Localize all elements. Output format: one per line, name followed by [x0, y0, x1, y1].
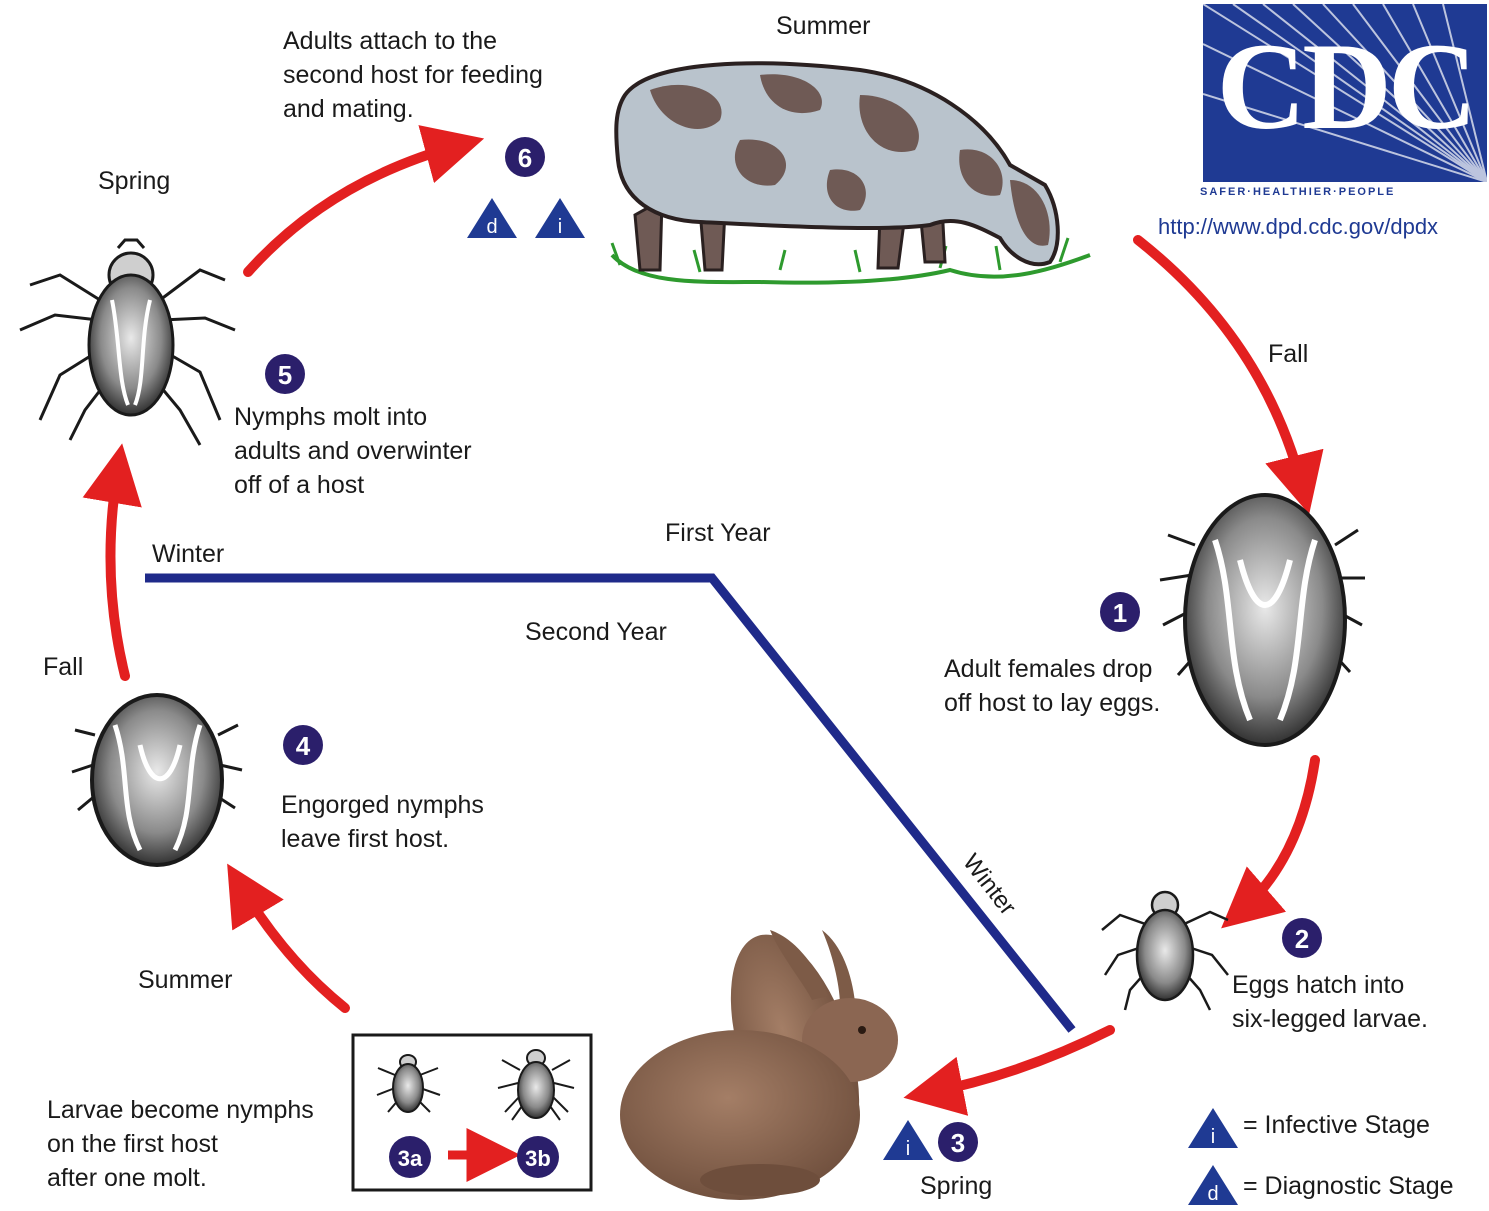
- step-badge-1: 1: [1100, 592, 1140, 632]
- season-fall-left: Fall: [43, 653, 83, 682]
- tick-adult-icon: [20, 240, 235, 445]
- cdc-tagline: SAFER·HEALTHIER·PEOPLE: [1200, 186, 1489, 198]
- cdc-url-link[interactable]: http://www.dpd.cdc.gov/dpdx: [1158, 214, 1489, 240]
- step-badge-5: 5: [265, 354, 305, 394]
- arrow-stage3-to-stage4: [240, 885, 345, 1008]
- svg-text:d: d: [486, 216, 497, 238]
- season-summer-left: Summer: [138, 966, 232, 995]
- step-badge-6: 6: [505, 137, 545, 177]
- stage-2-text: Eggs hatch into six-legged larvae.: [1232, 968, 1428, 1036]
- svg-text:d: d: [1207, 1183, 1218, 1205]
- cdc-logo: CDC: [1203, 4, 1487, 182]
- svg-text:6: 6: [518, 143, 532, 173]
- svg-text:5: 5: [278, 360, 292, 390]
- step-badge-3a: 3a: [389, 1136, 431, 1178]
- stage-6-text: Adults attach to the second host for fee…: [283, 24, 543, 126]
- season-fall-right: Fall: [1268, 340, 1308, 369]
- step-badge-4: 4: [283, 725, 323, 765]
- svg-text:3b: 3b: [525, 1146, 551, 1171]
- svg-text:2: 2: [1295, 924, 1309, 954]
- diagnostic-stage-icon: d: [467, 198, 517, 238]
- stage-4-text: Engorged nymphs leave first host.: [281, 788, 484, 856]
- season-spring-left: Spring: [98, 167, 170, 196]
- first-year-label: First Year: [665, 519, 771, 548]
- arrow-spring-to-stage6: [248, 145, 460, 272]
- infective-stage-icon: i: [883, 1120, 933, 1160]
- legend-diagnostic-label: = Diagnostic Stage: [1243, 1172, 1454, 1201]
- arrow-stage1-to-stage2: [1240, 760, 1315, 912]
- second-year-label: Second Year: [525, 618, 667, 647]
- arrow-stage4-to-stage5: [110, 468, 125, 676]
- arrow-stage2-to-stage3: [928, 1030, 1110, 1093]
- step-badge-3b: 3b: [517, 1136, 559, 1178]
- engorged-tick-icon: [1160, 495, 1365, 745]
- step-badge-2: 2: [1282, 918, 1322, 958]
- rabbit-icon: [620, 919, 898, 1200]
- svg-text:i: i: [558, 216, 562, 238]
- legend-diagnostic-icon: d: [1188, 1165, 1238, 1205]
- stage-1-text: Adult females drop off host to lay eggs.: [944, 652, 1160, 720]
- svg-text:3a: 3a: [398, 1146, 423, 1171]
- season-winter-diagonal: Winter: [957, 849, 1021, 920]
- infective-stage-icon: i: [535, 198, 585, 238]
- cow-icon: [612, 63, 1090, 282]
- season-winter-left: Winter: [152, 540, 224, 569]
- svg-text:3: 3: [951, 1128, 965, 1158]
- stage-5-text: Nymphs molt into adults and overwinter o…: [234, 400, 472, 502]
- svg-text:4: 4: [296, 731, 311, 761]
- larvae-molt-text: Larvae become nymphs on the first host a…: [47, 1093, 314, 1195]
- step-badge-3: 3: [938, 1122, 978, 1162]
- larva-icon: [1102, 892, 1228, 1010]
- svg-text:i: i: [906, 1138, 910, 1160]
- svg-text:1: 1: [1113, 598, 1127, 628]
- cdc-logo-text: CDC: [1203, 12, 1487, 162]
- legend-infective-icon: i: [1188, 1108, 1238, 1148]
- engorged-tick-icon: [72, 695, 242, 865]
- svg-text:i: i: [1211, 1126, 1215, 1148]
- season-summer-top: Summer: [776, 12, 870, 41]
- season-spring-bottom: Spring: [920, 1172, 992, 1201]
- legend-infective-label: = Infective Stage: [1243, 1111, 1430, 1140]
